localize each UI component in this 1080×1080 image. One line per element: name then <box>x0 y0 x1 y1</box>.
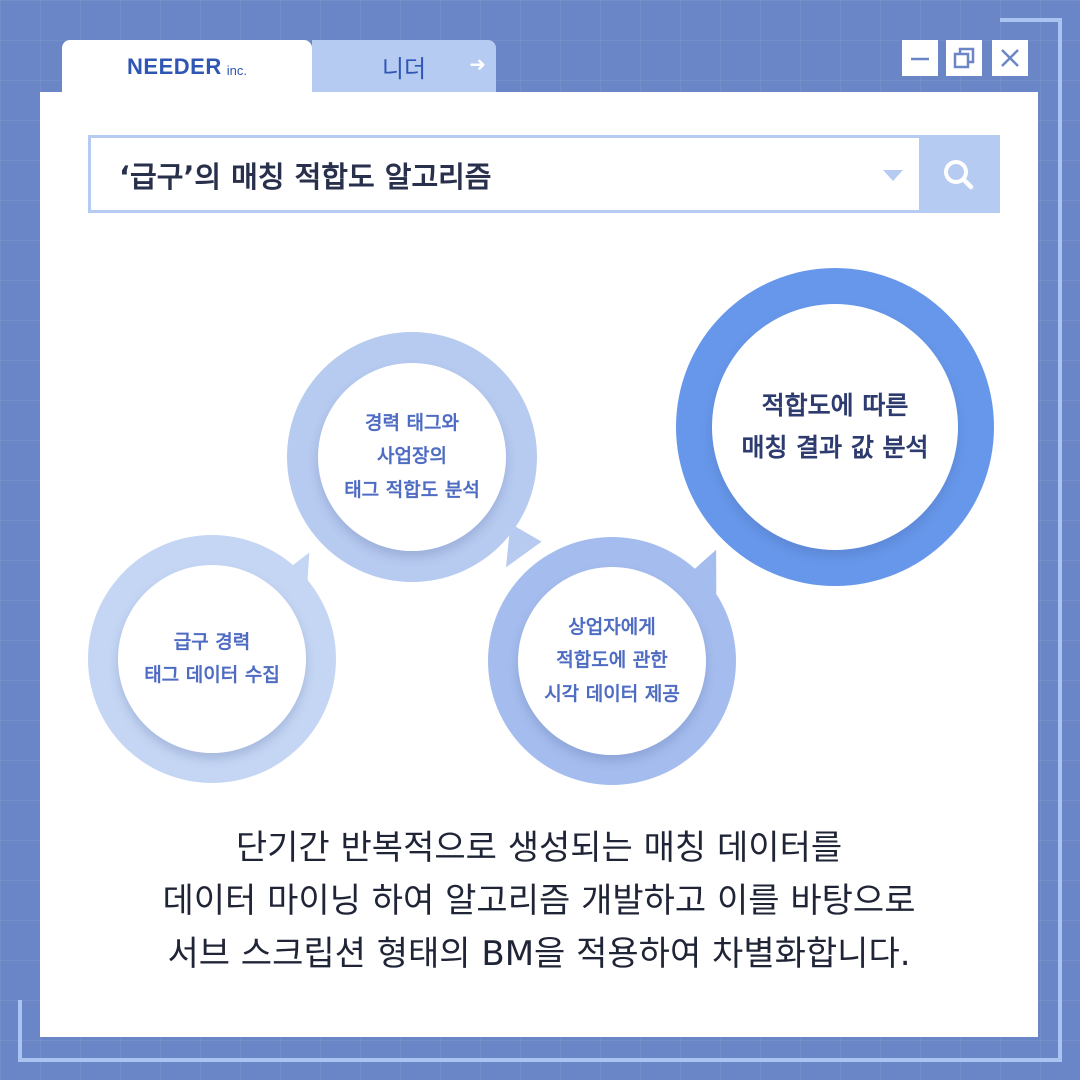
step-label: 급구 경력 태그 데이터 수집 <box>144 630 280 686</box>
frame-corner-bottom-left <box>18 1000 80 1062</box>
caption-line: 데이터 마이닝 하여 알고리즘 개발하고 이를 바탕으로 <box>162 881 916 921</box>
description-caption: 단기간 반복적으로 생성되는 매칭 데이터를 데이터 마이닝 하여 알고리즘 개… <box>40 822 1038 981</box>
logo-text: NEEDER <box>127 54 222 79</box>
search-bar[interactable]: ‘급구’의 매칭 적합도 알고리즘 <box>88 135 1000 213</box>
tab-needer[interactable]: NEEDER inc. <box>62 40 312 94</box>
restore-button[interactable] <box>946 40 982 76</box>
step-circle-3: 상업자에게 적합도에 관한 시각 데이터 제공 <box>488 537 736 785</box>
step-circle-inner: 경력 태그와 사업장의 태그 적합도 분석 <box>318 363 506 551</box>
minimize-icon <box>911 57 929 61</box>
frame-line-bottom <box>80 1058 1062 1062</box>
restore-icon <box>953 47 975 69</box>
step-circle-inner: 급구 경력 태그 데이터 수집 <box>118 565 306 753</box>
frame-line-right <box>1058 80 1062 1060</box>
caption-line: 단기간 반복적으로 생성되는 매칭 데이터를 <box>235 828 843 868</box>
search-icon <box>944 160 974 190</box>
search-button[interactable] <box>919 138 997 210</box>
arrow-right-icon: ➜ <box>469 52 486 76</box>
step-circle-2: 경력 태그와 사업장의 태그 적합도 분석 <box>287 332 537 582</box>
logo-suffix: inc. <box>226 62 247 78</box>
frame-corner-top-right <box>1000 18 1062 80</box>
step-circle-inner: 상업자에게 적합도에 관한 시각 데이터 제공 <box>518 567 706 755</box>
step-circle-inner: 적합도에 따른 매칭 결과 값 분석 <box>712 304 958 550</box>
tab-label: 니더 <box>381 54 427 83</box>
minimize-button[interactable] <box>902 40 938 76</box>
step-label: 적합도에 따른 매칭 결과 값 분석 <box>741 390 929 463</box>
close-button[interactable] <box>992 40 1028 76</box>
step-circle-1: 급구 경력 태그 데이터 수집 <box>88 535 336 783</box>
close-icon <box>1001 49 1019 67</box>
step-label: 경력 태그와 사업장의 태그 적합도 분석 <box>344 412 480 501</box>
caption-line: 서브 스크립션 형태의 BM을 적용하여 차별화합니다. <box>167 934 911 974</box>
step-circle-4: 적합도에 따른 매칭 결과 값 분석 <box>676 268 994 586</box>
tab-nider[interactable]: 니더 ➜ <box>312 40 496 92</box>
step-label: 상업자에게 적합도에 관한 시각 데이터 제공 <box>544 616 680 705</box>
chevron-down-icon[interactable] <box>883 170 903 181</box>
search-input[interactable]: ‘급구’의 매칭 적합도 알고리즘 <box>119 160 492 194</box>
